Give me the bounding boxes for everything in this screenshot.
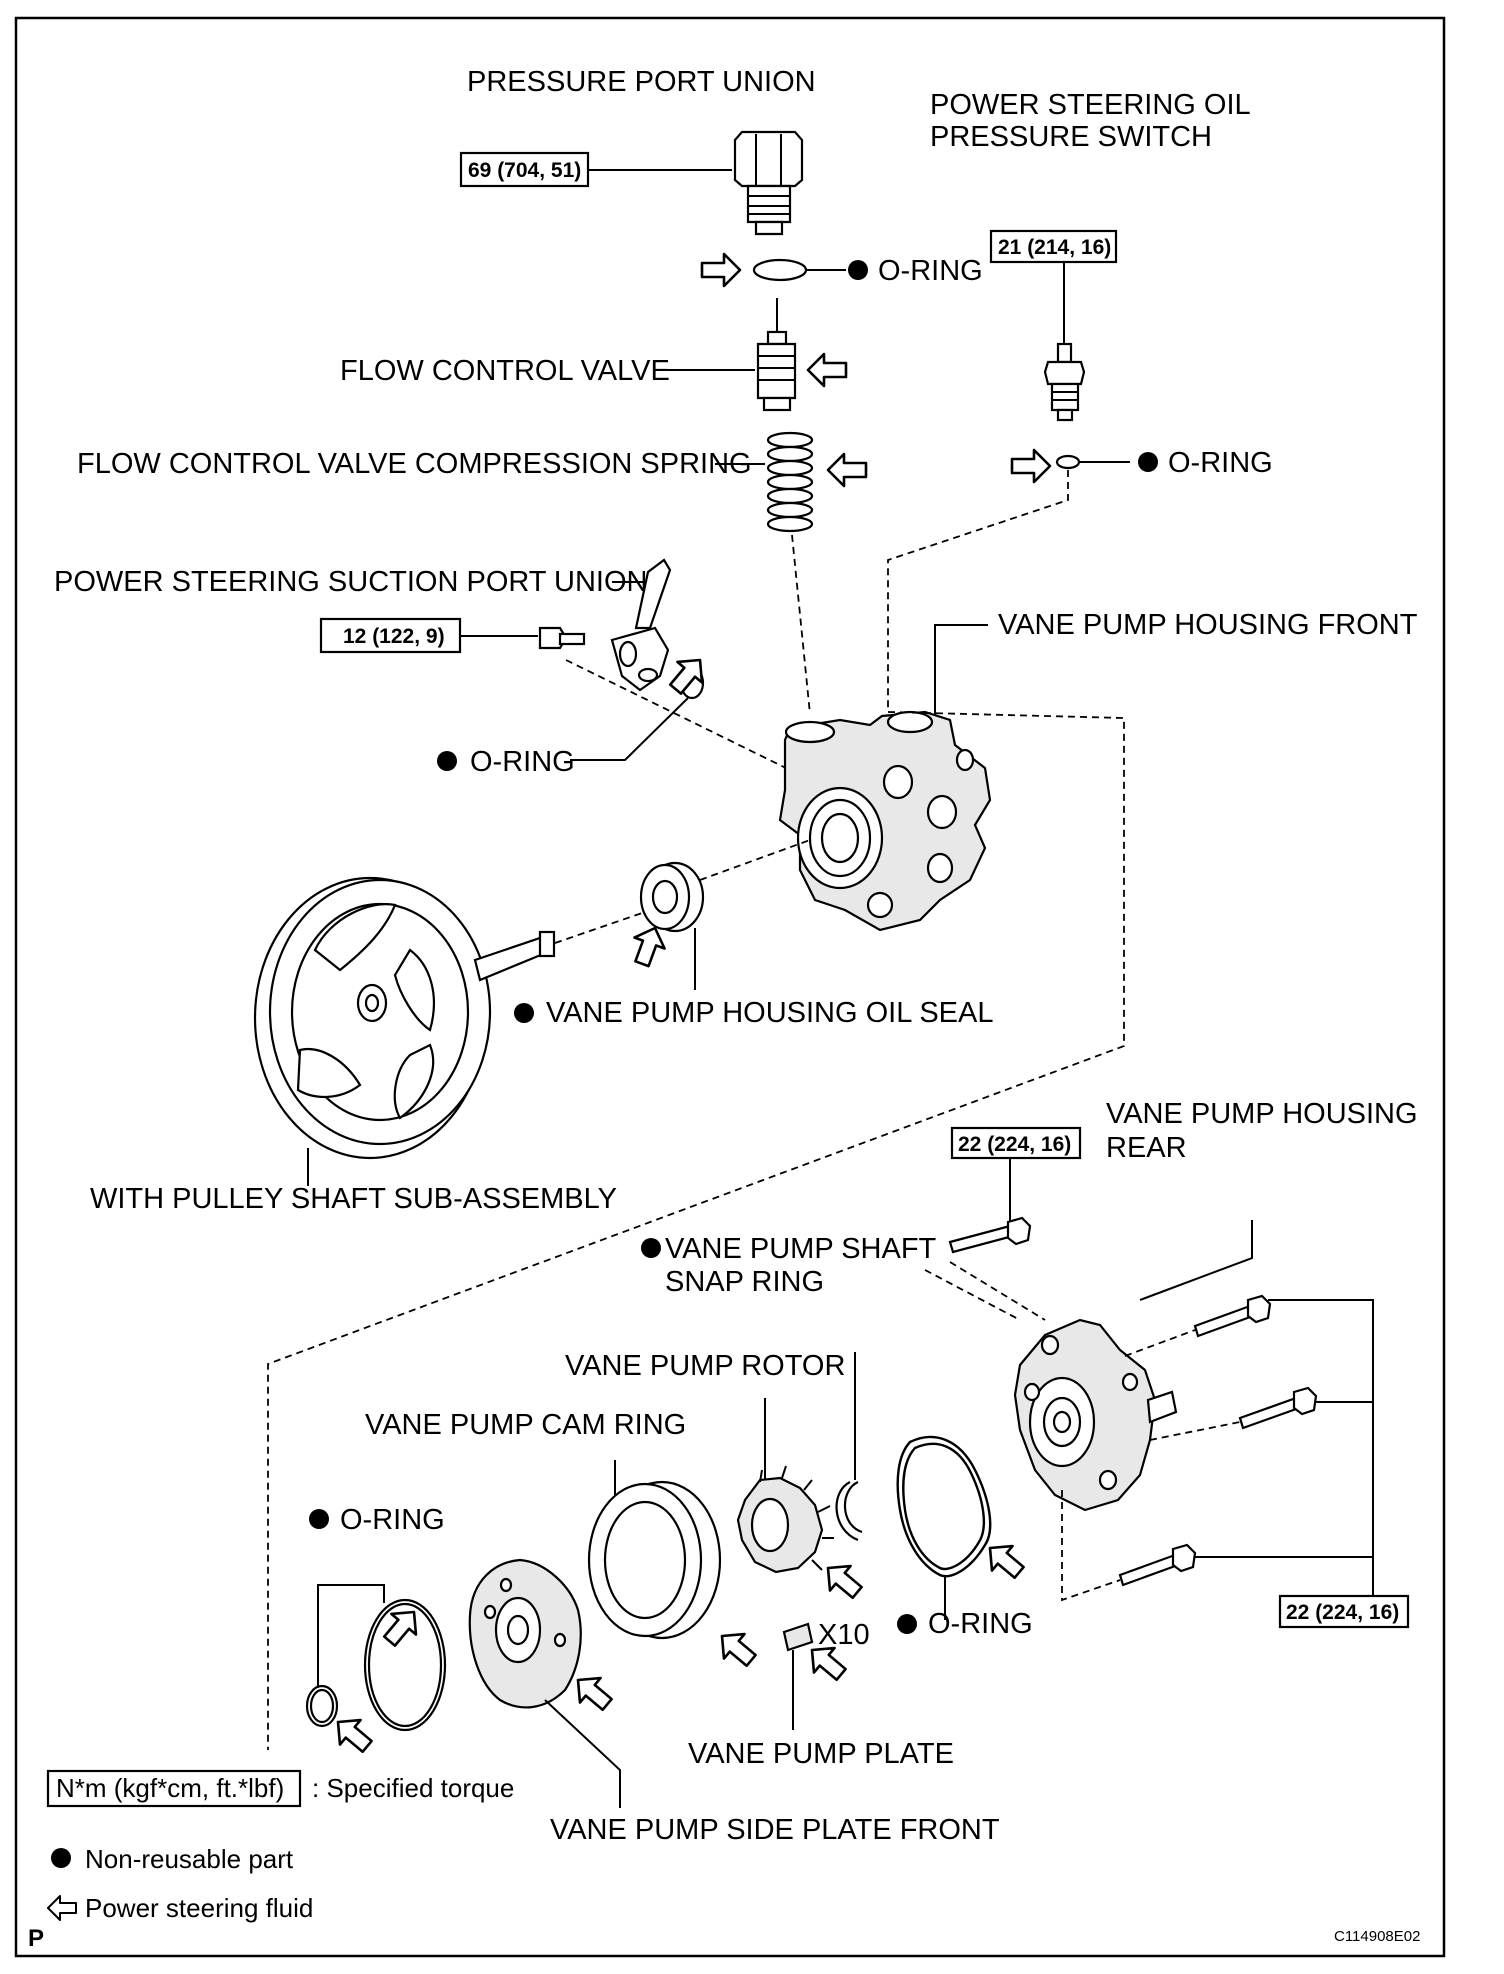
vane-pump-plate-part: [782, 1622, 814, 1652]
leader-rear-side-bolts: [1195, 1299, 1374, 1596]
legend-non-reusable: Non-reusable part: [51, 1844, 294, 1874]
fluid-arrow-rotor: [816, 1554, 869, 1606]
vane-pump-housing-front-part: [778, 710, 992, 932]
label-o-ring-switch: O-RING: [1168, 447, 1273, 479]
svg-text:: Specified torque: : Specified torque: [312, 1773, 514, 1803]
label-suction-port-union: POWER STEERING SUCTION PORT UNION: [54, 566, 647, 598]
dash-rear-bolt-3: [1061, 1490, 1121, 1602]
vane-pump-housing-rear-part: [1013, 1318, 1178, 1512]
torque-box-rear-side-bolts: 22 (224, 16): [1278, 1594, 1410, 1629]
suction-union-bolt-part: [538, 626, 586, 650]
label-o-ring-suction: O-RING: [470, 746, 575, 778]
dash-shaft-to-seal: [554, 911, 646, 944]
dash-suction-to-housing: [565, 659, 791, 771]
label-pressure-port-union: PRESSURE PORT UNION: [467, 66, 816, 98]
leader-o-ring-bottom-left: [317, 1584, 385, 1686]
figure-code: C114908E02: [1334, 1928, 1420, 1945]
fluid-arrow-o-ring-top: [700, 252, 742, 288]
figure-frame: [14, 16, 1446, 1958]
rear-top-bolt-part: [948, 1216, 1032, 1254]
fluid-arrow-flow-control-valve: [806, 352, 848, 388]
torque-box-suction-port-union: 12 (122, 9): [319, 617, 462, 654]
non-reusable-dot-o-ring-switch: [1138, 452, 1158, 472]
dash-housing-front-to-rear: [267, 711, 1125, 1750]
label-flow-control-valve: FLOW CONTROL VALVE: [340, 355, 670, 387]
svg-text:N*m (kgf*cm, ft.*lbf): N*m (kgf*cm, ft.*lbf): [56, 1773, 284, 1803]
svg-text:22 (224, 16): 22 (224, 16): [958, 1133, 1071, 1156]
label-o-ring-bottom-right: O-RING: [928, 1608, 1033, 1640]
svg-text:Non-reusable part: Non-reusable part: [85, 1844, 294, 1874]
dash-rear-bolt-2: [1149, 1421, 1241, 1441]
housing-oil-seal-part: [639, 861, 705, 933]
svg-text:21 (214, 16): 21 (214, 16): [998, 236, 1111, 259]
label-snap-ring-line1: VANE PUMP SHAFT: [665, 1233, 937, 1265]
label-snap-ring-line2: SNAP RING: [665, 1266, 824, 1298]
non-reusable-dot-snap-ring: [641, 1238, 661, 1258]
legend-torque: N*m (kgf*cm, ft.*lbf) : Specified torque: [46, 1769, 514, 1808]
dash-snap-ring-to-rear: [924, 1269, 1021, 1321]
dash-rear-bolt-1: [1124, 1329, 1196, 1357]
fluid-arrow-side-plate: [566, 1666, 619, 1718]
page-letter: P: [28, 1925, 44, 1952]
leader-o-ring-suction: [570, 697, 689, 761]
leader-housing-front: [934, 624, 988, 720]
o-ring-bottom-left-small-part: [305, 1684, 339, 1728]
dash-rear-top-bolt: [949, 1261, 1046, 1321]
label-ps-oil-pressure-switch-line2: PRESSURE SWITCH: [930, 121, 1212, 153]
snap-ring-part: [835, 1480, 863, 1542]
o-ring-switch-part: [1055, 454, 1081, 470]
non-reusable-dot-oil-seal: [514, 1003, 534, 1023]
fcv-compression-spring-part: [766, 431, 814, 533]
label-vane-pump-housing-rear-line1: VANE PUMP HOUSING: [1106, 1098, 1418, 1130]
label-fcv-compression-spring: FLOW CONTROL VALVE COMPRESSION SPRING: [77, 448, 752, 480]
non-reusable-dot-o-ring-bottom-left: [309, 1509, 329, 1529]
o-ring-top-part: [752, 258, 808, 282]
flow-control-valve-part: [756, 298, 797, 412]
o-ring-bottom-right-part: [896, 1435, 992, 1578]
vane-pump-cam-ring-part: [587, 1480, 722, 1640]
non-reusable-dot-o-ring-top: [848, 260, 868, 280]
torque-box-rear-top-bolt: 22 (224, 16): [950, 1126, 1082, 1160]
svg-text:69 (704, 51): 69 (704, 51): [468, 159, 581, 182]
vane-pump-rotor-part: [736, 1465, 834, 1574]
label-with-pulley-shaft: WITH PULLEY SHAFT SUB-ASSEMBLY: [90, 1183, 617, 1215]
label-vane-pump-housing-rear-line2: REAR: [1106, 1132, 1187, 1164]
legend-fluid: Power steering fluid: [47, 1893, 313, 1923]
rear-side-bolt-2-part: [1238, 1386, 1318, 1430]
vane-pump-side-plate-front-part: [468, 1558, 582, 1709]
label-vane-pump-side-plate-front: VANE PUMP SIDE PLATE FRONT: [550, 1814, 1000, 1846]
rear-side-bolt-3-part: [1118, 1543, 1197, 1587]
leader-side-plate-front: [544, 1699, 621, 1808]
fluid-arrow-cam-ring: [710, 1622, 763, 1674]
torque-box-pressure-switch: 21 (214, 16): [989, 229, 1118, 264]
fluid-arrow-fcv-spring: [826, 452, 868, 488]
svg-text:Power steering fluid: Power steering fluid: [85, 1893, 313, 1923]
leader-housing-rear: [1139, 1220, 1253, 1301]
label-o-ring-bottom-left: O-RING: [340, 1504, 445, 1536]
pulley-shaft-part: [253, 876, 556, 1160]
label-vane-pump-cam-ring: VANE PUMP CAM RING: [365, 1409, 686, 1441]
torque-box-pressure-port-union: 69 (704, 51): [459, 151, 590, 188]
label-o-ring-top: O-RING: [878, 255, 983, 287]
suction-port-union-part: [610, 558, 672, 692]
dash-spring-to-housing: [791, 534, 811, 715]
fluid-arrow-o-ring-switch: [1010, 448, 1052, 484]
pressure-port-union-part: [733, 130, 804, 236]
label-vane-pump-rotor: VANE PUMP ROTOR: [565, 1350, 845, 1382]
dash-switch-to-housing: [887, 470, 1069, 712]
rear-side-bolt-1-part: [1193, 1294, 1272, 1338]
label-x10: X10: [818, 1619, 870, 1651]
dash-seal-to-housing: [699, 839, 811, 881]
non-reusable-dot-o-ring-bottom-right: [897, 1614, 917, 1634]
label-vane-pump-housing-oil-seal: VANE PUMP HOUSING OIL SEAL: [546, 997, 993, 1029]
non-reusable-dot-o-ring-suction: [437, 751, 457, 771]
pressure-switch-part: [1043, 342, 1086, 422]
label-ps-oil-pressure-switch-line1: POWER STEERING OIL: [930, 89, 1251, 121]
label-vane-pump-plate: VANE PUMP PLATE: [688, 1738, 954, 1770]
label-vane-pump-housing-front: VANE PUMP HOUSING FRONT: [998, 609, 1418, 641]
svg-text:12 (122, 9): 12 (122, 9): [343, 625, 445, 648]
svg-text:22 (224, 16): 22 (224, 16): [1286, 1601, 1399, 1624]
